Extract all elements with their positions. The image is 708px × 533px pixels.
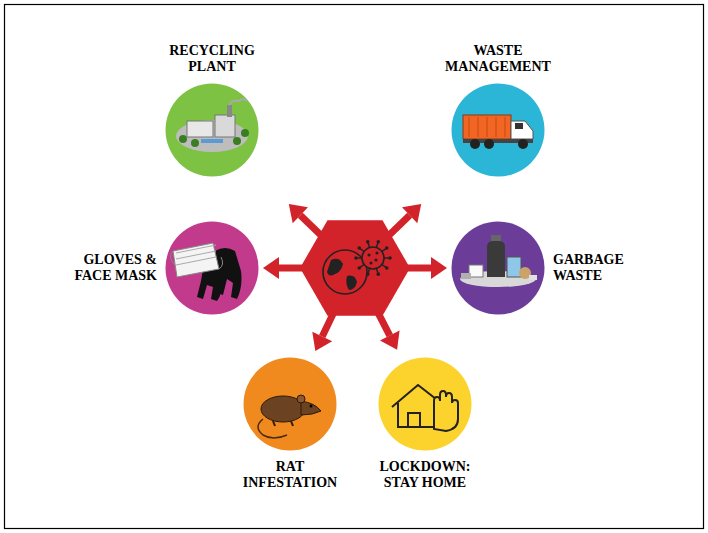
center-hexagon [300,220,410,315]
topic-circle: LOCKDOWN: STAY HOME [378,357,472,451]
topic-label: RAT INFESTATION [235,459,345,491]
topic-circle: RAT INFESTATION [243,357,337,451]
virus-dot [374,258,377,261]
circle-fill [244,358,337,451]
topic-icon [392,385,458,431]
topic-circle: RECYCLING PLANT [165,83,259,177]
continents [327,259,357,290]
topic-icon [176,99,249,152]
arrow-head [263,257,279,279]
circle-shape [378,357,472,451]
circle-shape [165,221,259,315]
topic-circle: GARBAGE WASTE [451,221,545,315]
virus-spike [385,266,389,270]
topic-icon [170,243,241,301]
virus-spike [357,246,361,250]
arrow-head [312,332,332,351]
virus-spike [366,240,370,244]
circle-shape [451,221,545,315]
virus-spike [357,266,361,270]
globe [323,250,367,294]
circle-fill [452,84,545,177]
topic-label: RECYCLING PLANT [157,43,267,75]
arrow-head [402,204,421,223]
topic-icon [460,235,537,287]
virus-dot [369,261,372,264]
topic-label: LOCKDOWN: STAY HOME [370,459,480,491]
virus-spike [388,256,392,260]
circle-shape [451,83,545,177]
circle-shape [243,357,337,451]
circle-shape [165,83,259,177]
topic-icon [463,115,533,149]
arrow-head [431,257,447,279]
circle-fill [166,84,259,177]
arrows [263,204,447,351]
arrow-head [380,331,400,350]
topic-label: GARBAGE WASTE [553,252,653,284]
topic-label: WASTE MANAGEMENT [443,43,553,75]
frame-border [5,5,704,529]
virus-dot [367,253,370,256]
circle-fill [379,358,472,451]
topic-icon [258,395,321,438]
virus-spike [376,240,380,244]
virus-spike [385,246,389,250]
topic-circle: GLOVES & FACE MASK [165,221,259,315]
circle-fill [166,222,259,315]
virus-dot [375,251,378,254]
virus-spike [354,256,358,260]
virus [362,247,384,269]
topic-label: GLOVES & FACE MASK [57,252,157,284]
virus-spike [366,272,370,276]
topic-circle: WASTE MANAGEMENT [451,83,545,177]
virus-spike [376,272,380,276]
circle-fill [452,222,545,315]
hexagon [300,220,410,315]
arrow-head [289,204,308,223]
